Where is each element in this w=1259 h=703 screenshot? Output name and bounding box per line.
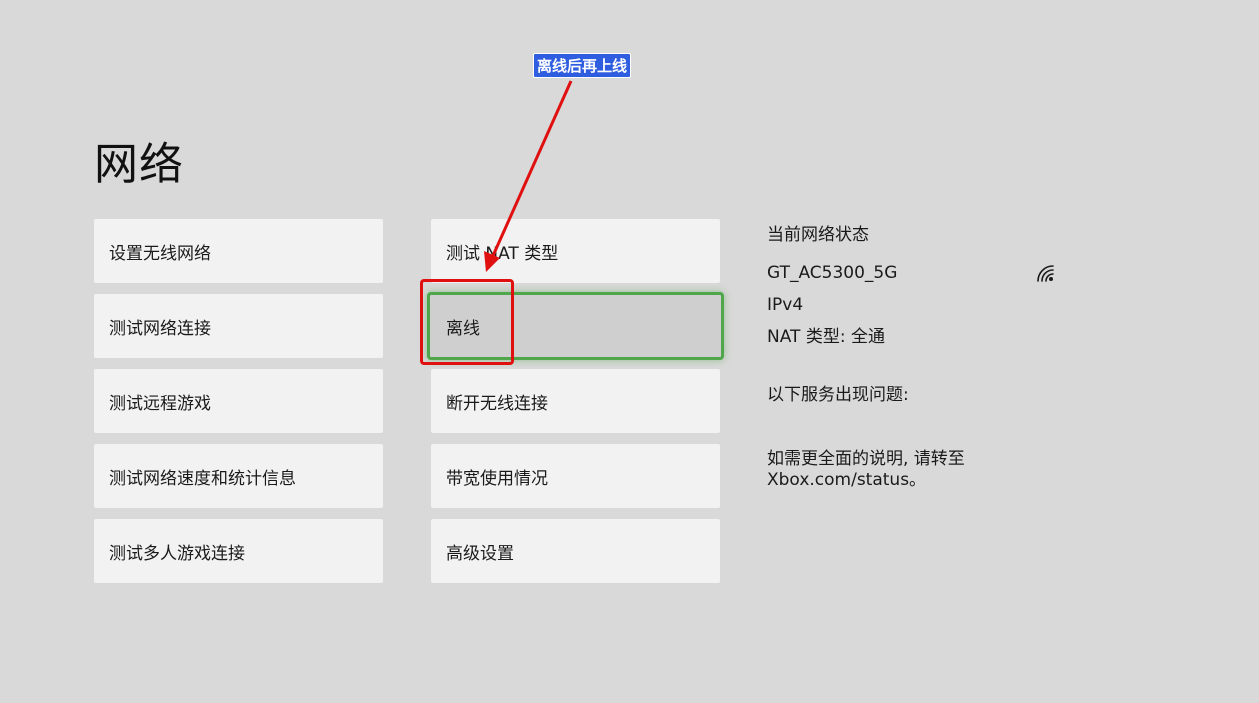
annotation-highlight-box (420, 279, 514, 365)
tile-label: 测试网络速度和统计信息 (109, 468, 296, 489)
tile-label: 高级设置 (446, 543, 514, 564)
annotation-label: 离线后再上线 (533, 53, 632, 78)
set-up-wireless-button[interactable]: 设置无线网络 (94, 219, 383, 283)
network-menu-mid: 测试 NAT 类型 离线 断开无线连接 带宽使用情况 高级设置 (427, 219, 724, 594)
go-offline-button[interactable]: 离线 (427, 292, 724, 360)
tile-label: 断开无线连接 (446, 393, 548, 414)
tile-label: 测试网络连接 (109, 318, 211, 339)
advanced-settings-button[interactable]: 高级设置 (431, 519, 720, 583)
nat-type-status: NAT 类型: 全通 (767, 327, 885, 347)
tile-label: 测试远程游戏 (109, 393, 211, 414)
network-menu-left: 设置无线网络 测试网络连接 测试远程游戏 测试网络速度和统计信息 测试多人游戏连… (94, 219, 383, 594)
network-ssid: GT_AC5300_5G (767, 263, 1087, 283)
disconnect-wireless-button[interactable]: 断开无线连接 (431, 369, 720, 433)
tile-label: 离线 (446, 318, 480, 339)
network-protocol: IPv4 (767, 295, 804, 315)
wifi-signal-icon (1037, 265, 1054, 282)
test-multiplayer-button[interactable]: 测试多人游戏连接 (94, 519, 383, 583)
network-status-panel: 当前网络状态 GT_AC5300_5G IPv4 NAT 类型: 全通 以下服务… (767, 219, 1087, 491)
test-network-connection-button[interactable]: 测试网络连接 (94, 294, 383, 358)
test-network-speed-button[interactable]: 测试网络速度和统计信息 (94, 444, 383, 508)
page-title: 网络 (94, 139, 184, 190)
test-nat-type-button[interactable]: 测试 NAT 类型 (431, 219, 720, 283)
status-heading: 当前网络状态 (767, 225, 869, 245)
service-issues-label: 以下服务出现问题: (767, 385, 909, 405)
ssid-text: GT_AC5300_5G (767, 263, 898, 283)
more-info-text: 如需更全面的说明, 请转至 Xbox.com/status。 (767, 449, 965, 490)
tile-label: 测试多人游戏连接 (109, 543, 245, 564)
tile-label: 测试 NAT 类型 (446, 243, 559, 264)
tile-label: 设置无线网络 (109, 243, 211, 264)
bandwidth-usage-button[interactable]: 带宽使用情况 (431, 444, 720, 508)
test-remote-play-button[interactable]: 测试远程游戏 (94, 369, 383, 433)
tile-label: 带宽使用情况 (446, 468, 548, 489)
